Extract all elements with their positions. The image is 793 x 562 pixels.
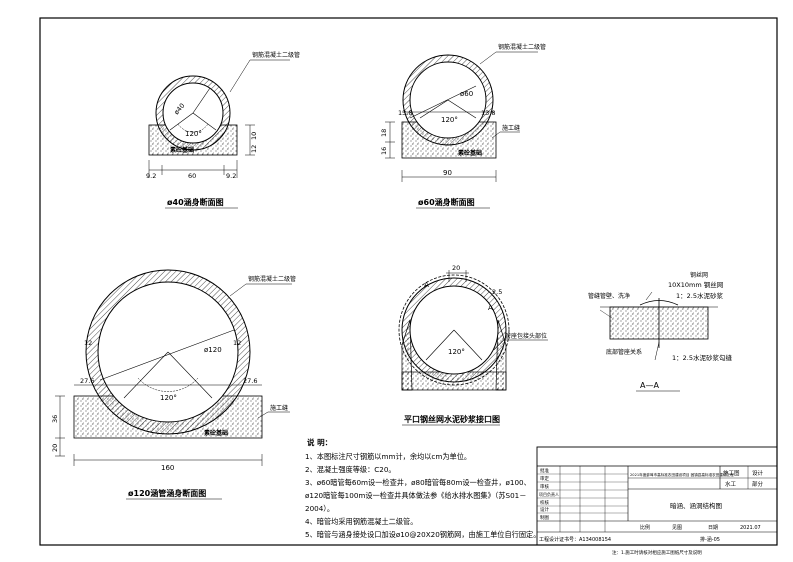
d120-angle: 120° [160,394,177,402]
d60-w1: 13.8 [398,109,412,117]
tb-stage-val: 设计 [752,469,764,477]
joint-top: 20 [452,264,460,272]
d60-diameter: ø60 [460,90,473,98]
d60-h1: 18 [380,129,388,137]
joint-section: 120° 20 2.5 A A 管座包接头部位 平口钢丝网水泥砂浆接口图 [398,264,548,426]
d60-h2: 16 [380,147,388,155]
aa-mortar-1: 1：2.5水泥砂浆 [676,291,723,300]
joint-angle: 120° [448,348,465,356]
aa-mortar-2: 1：2.5水泥砂浆勾缝 [672,353,732,362]
tb-disc-val: 部分 [752,480,764,488]
tb-project: 2021年度蚌埠市高标准农田建设项目 固镇县高标准农田建设工程 [630,472,734,477]
d120-base-label: 素砼基础 [203,429,228,437]
tb-drawing-name: 暗涵、涵洞结构图 [670,501,722,510]
d40-pipe-label: 钢筋混凝土二级管 [252,51,300,59]
tb-scale-val: 见图 [672,525,682,531]
d120-h2: 20 [51,444,59,452]
note-item-2: 2、混凝土强度等级：C20。 [305,465,396,474]
tb-disc-label: 水工 [725,480,737,488]
title-block: 批准 审定 审核 项目负责人 校核 设计 制图 2021年度蚌埠市高标准农田建设… [536,446,778,546]
d40-dim-h1: 10 [250,132,258,140]
d40-dim-mid: 60 [188,172,196,180]
aa-section: 钢丝网 10X10mm 钢丝网 1：2.5水泥砂浆 管缝管壁、洗净 底部管座关系… [588,271,732,392]
d120-edge-r: 27.6 [243,377,257,385]
d60-pipe-label: 钢筋混凝土二级管 [498,43,546,51]
tb-row-6: 设计 [540,506,549,513]
tb-scale-label: 比例 [640,524,650,531]
d40-dim-h2: 12 [250,145,258,153]
d120-title: ø120涵管涵身断面图 [128,488,206,498]
tb-stage-label: 施工图 [723,469,740,477]
d60-base-label: 素砼基础 [457,149,482,157]
aa-pipe-joint: 管缝管壁、洗净 [588,292,630,300]
aa-mesh: 钢丝网 [690,271,708,279]
joint-t: 2.5 [492,288,502,296]
d120-diameter: ø120 [204,346,222,354]
d40-base-label: 素砼基础 [169,146,194,154]
note-item-1: 1、本图标注尺寸钢筋以mm计，余均以cm为单位。 [305,452,472,461]
d40-section: 120° ø40 钢筋混凝土二级管 素砼基础 9.2 60 9.2 10 12 … [146,51,300,209]
tb-row-2: 审定 [540,475,549,482]
note-item-5: 5、暗管与涵身接处设口加设ø10@20X20钢筋网，由施工单位自行固定。 [305,530,541,539]
joint-wrap-label: 管座包接头部位 [505,332,547,340]
notes-block: 说 明： 1、本图标注尺寸钢筋以mm计，余均以cm为单位。 2、混凝土强度等级：… [305,436,541,541]
tb-row-5: 校核 [540,499,549,506]
tb-cert: 工程设计证书号：A134008154 [539,536,611,543]
d60-section: ø60 120° 13.8 13.8 钢筋混凝土二级管 施工缝 素砼基础 18 … [380,43,546,209]
tb-date-val: 2021.07 [740,525,761,531]
d40-angle: 120° [185,130,202,138]
d40-dim-left: 9.2 [146,172,156,180]
note-item-3: 3、ø60暗管每60m设一检查井，ø80暗管每80m设一检查井，ø100、ø12… [305,478,531,513]
d120-pipe-label: 钢筋混凝土二级管 [248,275,296,283]
drawing-frame [39,17,778,546]
d60-title: ø60涵身断面图 [418,197,475,207]
tb-row-3: 审核 [540,483,549,490]
d60-w2: 13.8 [481,109,495,117]
tb-row-4: 项目负责人 [539,491,559,497]
d40-title: ø40涵身断面图 [167,197,224,207]
tb-date-label: 日期 [708,525,718,531]
d40-dim-right: 9.2 [226,172,236,180]
d60-angle: 120° [441,116,458,124]
aa-mesh-size: 10X10mm 钢丝网 [668,280,723,289]
d120-section: ø120 120° 12 12 27.6 27.6 钢筋混凝土二级管 施工缝 素… [51,269,296,500]
footer-note: 注：1.施工时请核对相应施工图纸尺寸及说明 [612,549,702,556]
tb-row-7: 制图 [540,514,549,521]
d60-constr-label: 施工缝 [502,124,520,132]
notes-title: 说 明： [307,438,333,447]
d120-wall-r: 12 [233,339,241,347]
d60-width: 90 [443,169,452,177]
aa-title: A—A [640,381,659,390]
d120-edge-l: 27.6 [80,377,94,385]
joint-title: 平口钢丝网水泥砂浆接口图 [404,414,500,424]
joint-mark-a1: A [424,281,429,289]
tb-drawing-no: 排-涵-05 [700,536,720,543]
d120-constr-label: 施工缝 [270,404,288,412]
note-item-4: 4、暗管均采用钢筋混凝土二级管。 [305,517,418,526]
d120-wall-l: 12 [84,339,92,347]
tb-row-1: 批准 [540,467,549,474]
joint-mark-a2: A [488,304,493,312]
d120-width: 160 [161,464,174,472]
aa-base-rel: 底部管座关系 [606,348,642,356]
d120-h1: 36 [51,415,59,423]
